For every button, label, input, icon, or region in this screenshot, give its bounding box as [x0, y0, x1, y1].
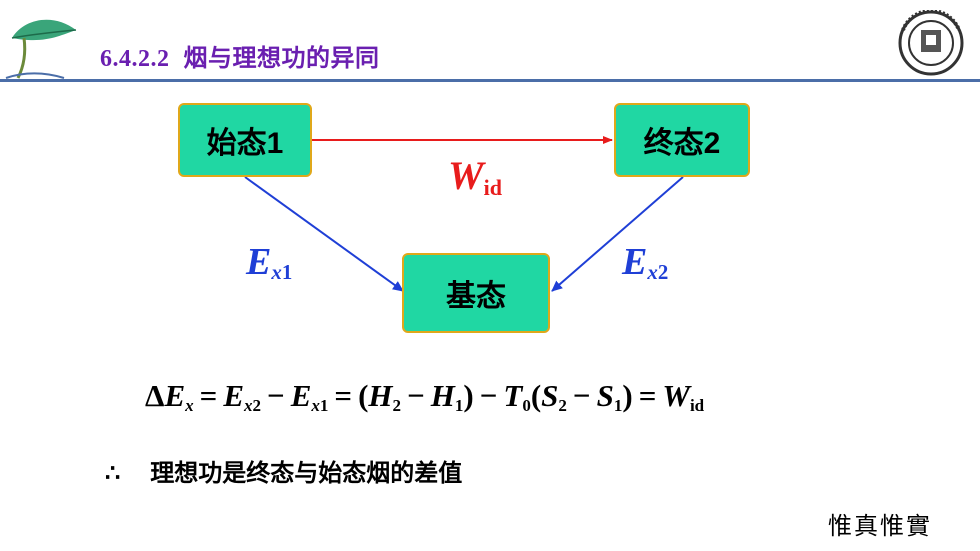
- exergy-2-arrow: [551, 176, 684, 292]
- conclusion-text: 理想功是终态与始态烟的差值: [150, 460, 463, 487]
- exergy-1-label: Ex1: [246, 241, 293, 285]
- university-emblem-icon: [898, 10, 964, 76]
- exergy-2-label: Ex2: [622, 241, 669, 285]
- exergy-1-arrow: [244, 176, 404, 292]
- leaf-logo-icon: [5, 19, 77, 79]
- section-title: 烟与理想功的异同: [183, 45, 380, 72]
- end-state-box: 终态2: [614, 103, 750, 177]
- section-number: 6.4.2.2: [100, 46, 170, 72]
- conclusion-line: ∴ 理想功是终态与始态烟的差值: [105, 453, 462, 488]
- header-divider: [0, 79, 980, 82]
- page-title: 6.4.2.2 烟与理想功的异同: [100, 42, 380, 76]
- base-state-box: 基态: [402, 253, 550, 333]
- university-motto: 惟真惟實: [828, 512, 932, 540]
- exergy-formula: ΔEx=Ex2−Ex1=(H2−H1)−T0(S2−S1)=Wid: [145, 378, 705, 416]
- start-state-box: 始态1: [178, 103, 312, 177]
- therefore-symbol: ∴: [105, 460, 121, 487]
- ideal-work-label: Wid: [448, 153, 502, 200]
